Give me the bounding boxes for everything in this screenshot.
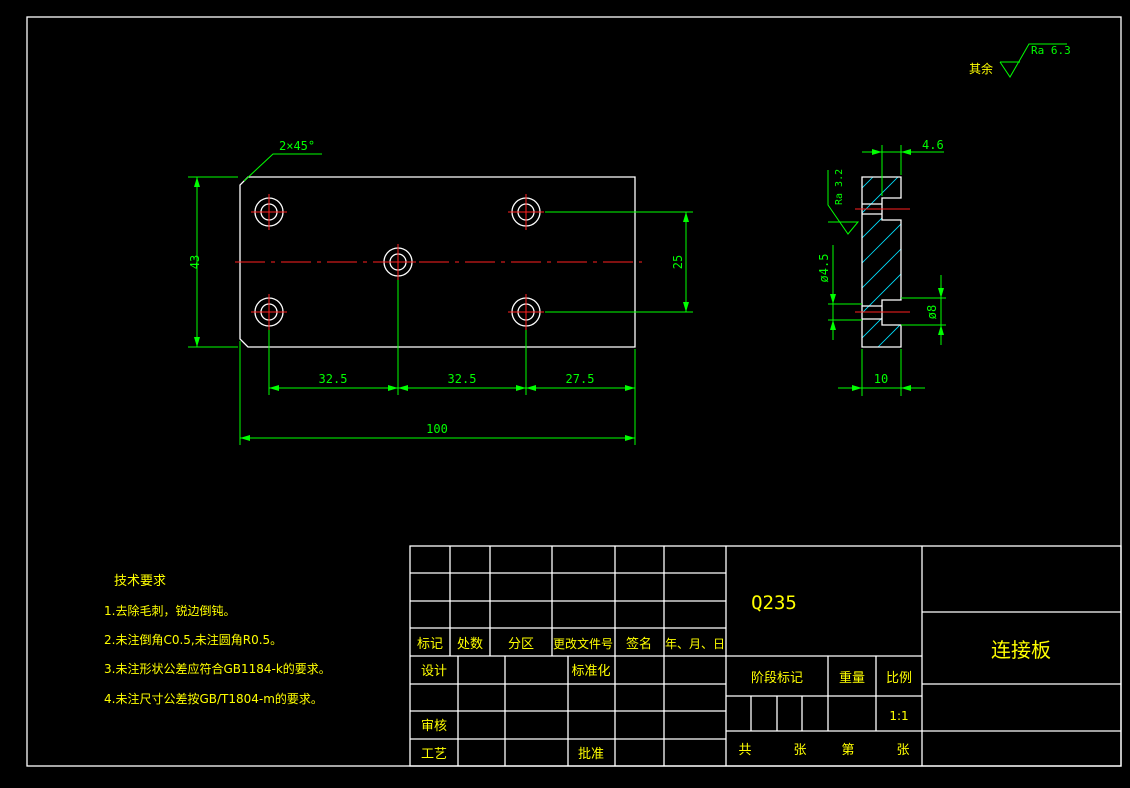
rev-header: 分区 xyxy=(508,637,534,652)
stage-mark-label: 阶段标记 xyxy=(751,671,803,686)
hole-top-left xyxy=(251,194,287,230)
side-outline xyxy=(861,176,902,348)
side-view: 4.6 Ra 3.2 ø4.5 ø8 10 xyxy=(817,138,946,396)
chamfer-label: 2×45° xyxy=(279,139,315,153)
sheet-index-label: 第 xyxy=(841,743,854,758)
rev-header: 更改文件号 xyxy=(553,636,613,651)
dim-hole-small: ø4.5 xyxy=(817,254,831,283)
material-label: Q235 xyxy=(751,592,797,614)
dim-depth: 4.6 xyxy=(922,138,944,152)
tech-req-item: 4.未注尺寸公差按GB/T1804-m的要求。 xyxy=(104,691,323,706)
dim-length: 100 xyxy=(426,422,448,436)
weight-label: 重量 xyxy=(839,670,865,686)
dim-thickness: 10 xyxy=(874,372,888,386)
roughness-symbol-main: 其余 Ra 6.3 xyxy=(969,43,1071,78)
hole-top-right xyxy=(508,194,544,230)
hole-center xyxy=(380,244,416,280)
dim-pos1: 32.5 xyxy=(319,372,348,386)
roughness-main-value: Ra 6.3 xyxy=(1031,44,1071,57)
tech-req-item: 1.去除毛刺，锐边倒钝。 xyxy=(104,603,235,618)
tech-req-item: 3.未注形状公差应符合GB1184-k的要求。 xyxy=(104,661,331,676)
dim-hole-spacing: 25 xyxy=(671,255,685,269)
front-view: 2×45° 43 25 32.5 32.5 27.5 xyxy=(188,139,693,445)
roughness-side-value: Ra 3.2 xyxy=(834,169,845,205)
rev-header: 处数 xyxy=(457,637,483,652)
title-block: Q235 连接板 标记 处数 分区 更改文件号 签名 年、月、日 设计 标准化 … xyxy=(409,545,1122,767)
scale-label: 比例 xyxy=(886,671,912,686)
tech-req-item: 2.未注倒角C0.5,未注圆角R0.5。 xyxy=(104,632,282,647)
rev-header: 标记 xyxy=(417,637,443,652)
standard-label: 标准化 xyxy=(571,664,610,679)
sheet-border xyxy=(26,16,1122,767)
approve-label: 批准 xyxy=(578,747,604,762)
sheet-total-label: 共 xyxy=(738,743,751,758)
hole-bottom-right xyxy=(508,294,544,330)
dim-pos2: 32.5 xyxy=(448,372,477,386)
dim-pos3: 27.5 xyxy=(566,372,595,386)
tech-requirements: 技术要求 1.去除毛刺，锐边倒钝。 2.未注倒角C0.5,未注圆角R0.5。 3… xyxy=(104,574,331,706)
design-label: 设计 xyxy=(421,664,447,679)
process-label: 工艺 xyxy=(421,747,447,762)
part-name: 连接板 xyxy=(991,638,1051,662)
rev-header: 签名 xyxy=(626,636,652,652)
review-label: 审核 xyxy=(421,719,447,734)
plate-outline xyxy=(239,176,636,348)
roughness-prefix: 其余 xyxy=(969,61,993,76)
scale-value: 1:1 xyxy=(889,709,908,723)
sheet-unit-label: 张 xyxy=(896,743,909,758)
hole-bottom-left xyxy=(251,294,287,330)
dim-hole-large: ø8 xyxy=(925,305,939,319)
rev-header: 年、月、日 xyxy=(665,637,725,651)
dim-height: 43 xyxy=(188,255,202,269)
tech-req-title: 技术要求 xyxy=(114,574,166,589)
sheet-unit-label: 张 xyxy=(793,743,806,758)
